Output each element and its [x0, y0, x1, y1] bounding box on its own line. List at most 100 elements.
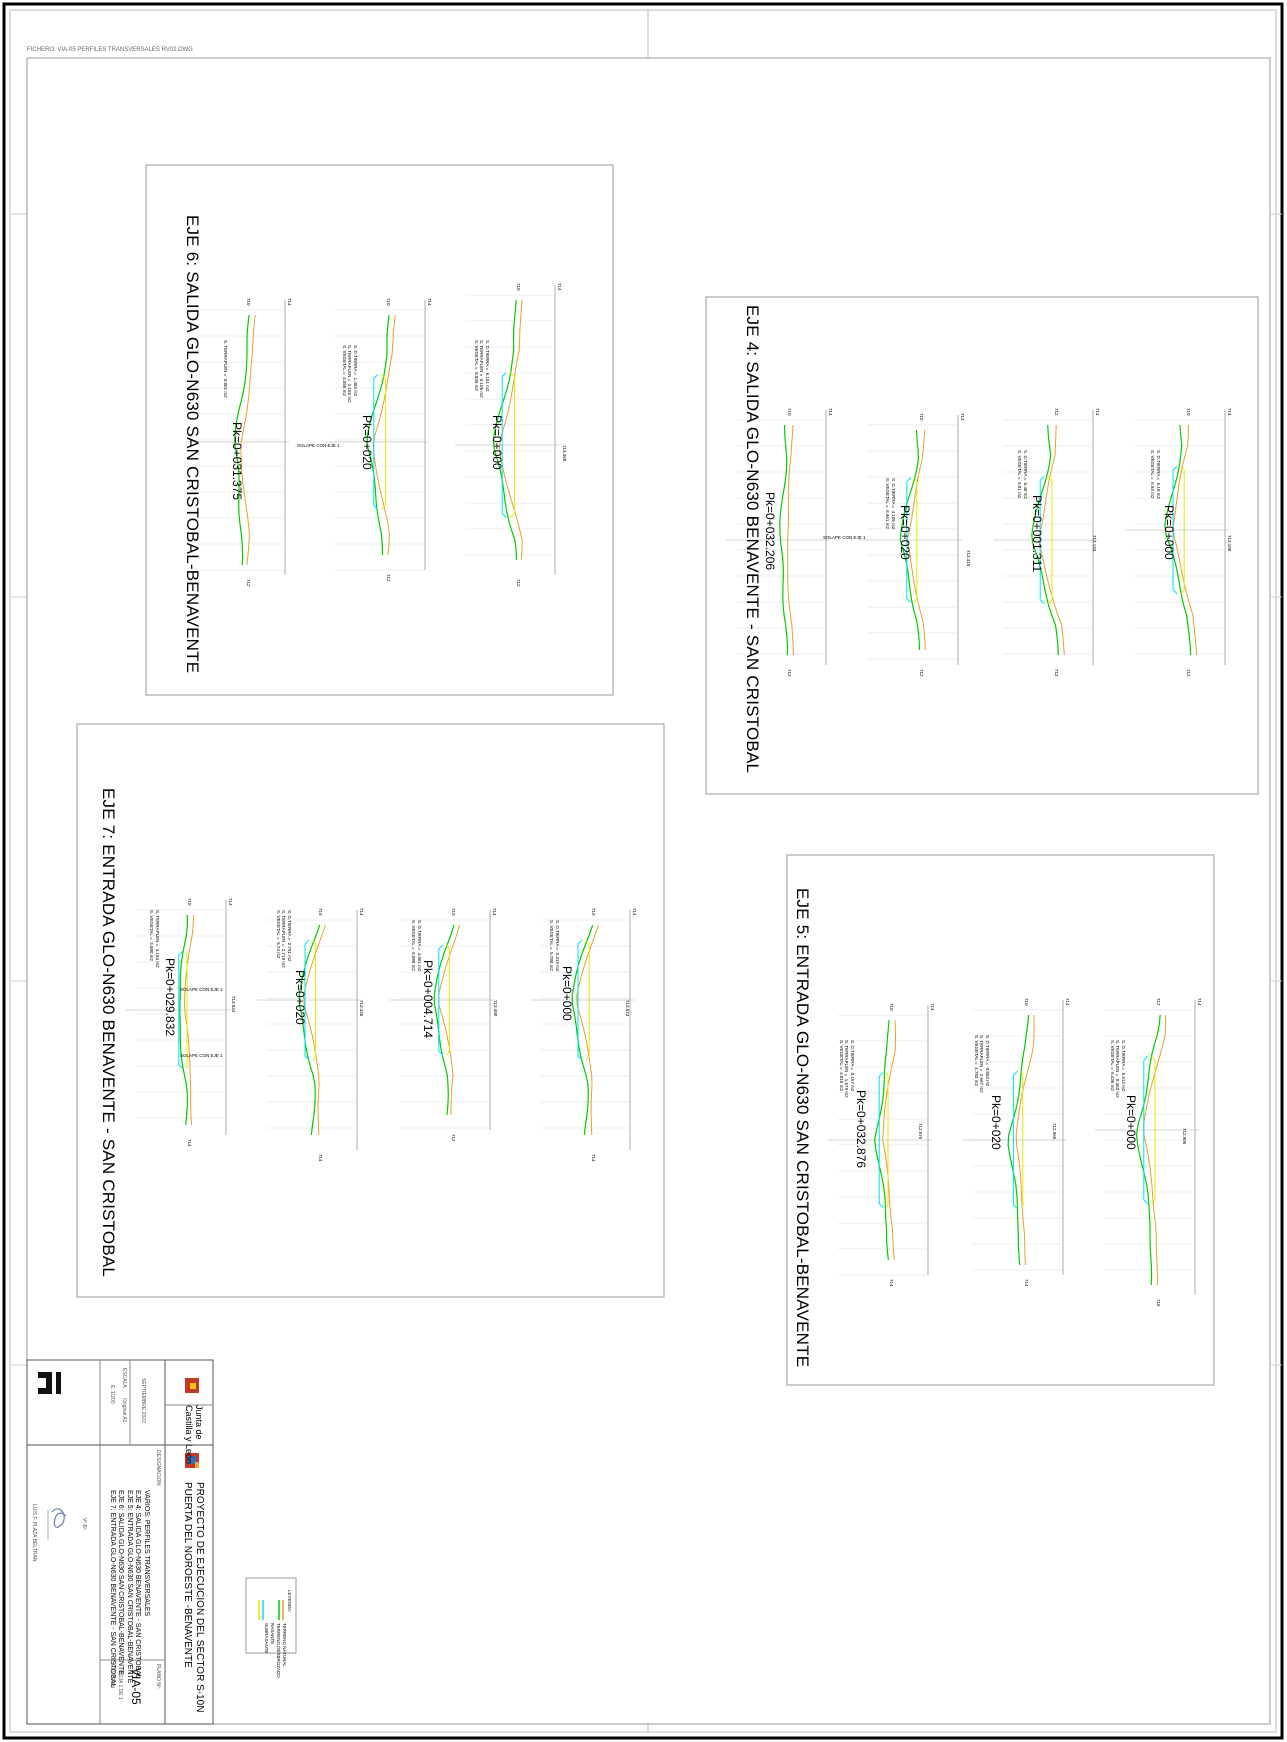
- sheet-number: HOJA 1 DE 1: [117, 1670, 123, 1700]
- scale-tick-label: 714: [889, 1279, 894, 1287]
- eje6-pk-1: Pk=0+000: [490, 415, 504, 470]
- eje7-data-4: S. TERRAPLEN = 4.184 m2 S. VEGETAL = 3.5…: [149, 910, 161, 968]
- eje7-overlap-note-1: SOLAPE CON EJE 1: [180, 987, 223, 992]
- subgrade-line: [1172, 465, 1178, 595]
- cleared-terrain-line: [576, 924, 599, 1136]
- natural-terrain-line: [873, 1019, 890, 1261]
- eje5-data-1: S. D.TIERRA = 5.913 m2 S. TERRAPLEN = 0.…: [1110, 1040, 1126, 1098]
- subgrade-line: [1143, 1055, 1149, 1205]
- natural-terrain-line: [1135, 1014, 1161, 1286]
- scale-tick-label: 712: [1186, 669, 1191, 677]
- cleared-terrain-line: [1172, 424, 1198, 656]
- scale-tick-label: 714: [557, 283, 562, 291]
- scale-tick-label: 714: [1227, 408, 1232, 416]
- eje4-pk-2: Pk=0+001.311: [1030, 495, 1044, 573]
- grade-line: [446, 944, 450, 1056]
- eje7-elev-2: 713.400: [493, 1000, 498, 1017]
- grade-line: [312, 939, 317, 1061]
- scale-tick-label: 714: [960, 413, 965, 421]
- subgrade-line: [501, 372, 507, 518]
- eje5-data-3: S. D.TIERRA = 0.157 m2 S. TERRAPLEN = 1.…: [839, 1040, 855, 1098]
- scale-tick-label: 712: [919, 669, 924, 677]
- natural-terrain-line: [571, 924, 594, 1136]
- legend-title: LEYENDA:: [287, 1590, 292, 1613]
- natural-terrain-line: [366, 314, 390, 556]
- natural-terrain-line: [433, 924, 455, 1116]
- scale-tick-label: 712: [787, 669, 792, 677]
- eje6-data-1: S. D.TIERRA = 6.151 m2 S. TERRAPLEN = 0.…: [474, 340, 490, 398]
- cleared-terrain-line: [498, 299, 523, 561]
- eje7-pk-2: Pk=0+004.714: [421, 960, 435, 1039]
- eje4-pk-1: Pk=0+000: [1162, 505, 1176, 560]
- grade-line: [509, 372, 516, 518]
- eje7-title: EJE 7: ENTRADA GLO-N630 BENAVENTE - SAN …: [99, 788, 118, 1278]
- grade-line: [1020, 1071, 1024, 1209]
- cleared-terrain-line: [1143, 1014, 1167, 1286]
- subgrade-line: [878, 1072, 884, 1208]
- vb-label: Vº.Bº.: [81, 1518, 87, 1532]
- scale-tick-label: 714: [1024, 1279, 1029, 1287]
- subgrade-line: [1039, 475, 1045, 605]
- eje4-elev-3: 713.410: [966, 550, 971, 567]
- grade-line: [1047, 475, 1053, 605]
- eje6-title: EJE 6: SALIDA GLO-N630 SAN CRISTOBAL-BEN…: [183, 215, 202, 674]
- scale-tick-label: 714: [492, 908, 497, 916]
- natural-terrain-line: [492, 299, 518, 561]
- natural-terrain-line: [234, 314, 250, 566]
- grade-line: [914, 477, 918, 603]
- cleared-terrain-line: [183, 914, 194, 1126]
- scale-tick-label: 712: [1156, 998, 1161, 1006]
- eje7-data-3: S. D.TIERRA = 2.791 m2 S. TERRAPLEN = 2.…: [276, 910, 292, 968]
- scale-tick-label: 710: [1186, 408, 1191, 416]
- cleared-terrain-line: [787, 424, 794, 656]
- eje4-title: EJE 4: SALIDA GLO-N630 BENAVENTE - SAN C…: [743, 305, 762, 774]
- legend-item-rasante: RASANTE: [270, 1623, 275, 1645]
- eje5-pk-2: Pk=0+020: [989, 1095, 1003, 1150]
- eje4-data-1: S. D.TIERRA = 6.10 m2 S. VEGETAL = 6.93 …: [1150, 450, 1162, 499]
- grade-line: [585, 939, 590, 1061]
- scale-tick-label: 714: [228, 898, 233, 906]
- scale-tick-label: 712: [246, 579, 251, 587]
- eje6-pk-3: Pk=0+031.375: [230, 422, 244, 501]
- natural-terrain-line: [1007, 1014, 1030, 1266]
- scale-tick-label: 712: [386, 574, 391, 582]
- eje4-pk-4: Pk=0+032.206: [763, 492, 777, 571]
- cleared-terrain-line: [882, 1019, 897, 1261]
- subgrade-line: [906, 477, 912, 603]
- scale-tick-label: 710: [889, 1003, 894, 1011]
- subgrade-line: [304, 939, 310, 1061]
- scale-tick-label: 710: [591, 908, 596, 916]
- scale-tick-label: 714: [930, 1003, 935, 1011]
- revision-label: REVISION: [109, 1664, 115, 1688]
- scale-tick-label: 714: [427, 298, 432, 306]
- scale-tick-label: 712: [516, 579, 521, 587]
- eje7-elev-4: 713.634: [231, 996, 236, 1013]
- subgrade-line: [438, 944, 444, 1056]
- eje6-data-3: S. TERRAPLEN = 0.801 m2: [223, 340, 228, 398]
- eje5-elev-3: 712.976: [918, 1123, 923, 1140]
- scale-tick-label: 714: [287, 298, 292, 306]
- scale-tick-label: 714: [1095, 408, 1100, 416]
- eje7-elev-1: 713.573: [625, 1000, 630, 1017]
- scale-tick-label: 710: [787, 408, 792, 416]
- scale-label: ESCALA: [121, 1368, 127, 1388]
- legend-item-natural: TERRENO NATURAL: [282, 1623, 287, 1667]
- eje5-pk-3: Pk=0+032.876: [854, 1090, 868, 1169]
- grade-line: [1151, 1055, 1156, 1205]
- file-name-label: FICHERO: VIA-05 PERFILES TRANSVERSALES R…: [27, 47, 193, 53]
- legend-item-subrasante: SUBRASANTE: [264, 1623, 269, 1654]
- scale-tick-label: 710: [919, 413, 924, 421]
- scale-tick-label: 710: [187, 898, 192, 906]
- grade-line: [1180, 465, 1185, 595]
- scale-tick-label: 716: [1156, 1299, 1161, 1307]
- project-title: PROYECTO DE EJECUCION DEL SECTOR S-10N P…: [182, 1482, 205, 1713]
- eje6-data-2: S. D.TIERRA = 1.453 m2 S. TERRAPLEN = 2.…: [342, 345, 358, 403]
- subgrade-line: [373, 374, 379, 510]
- grade-line: [886, 1072, 889, 1208]
- eje4-overlap-note: SOLAPE CON EJE 1: [823, 535, 866, 540]
- subgrade-line: [1012, 1070, 1018, 1210]
- eje5-elev-1: 712.906: [1182, 1128, 1187, 1145]
- natural-terrain-line: [298, 924, 321, 1136]
- natural-terrain-line: [899, 429, 921, 651]
